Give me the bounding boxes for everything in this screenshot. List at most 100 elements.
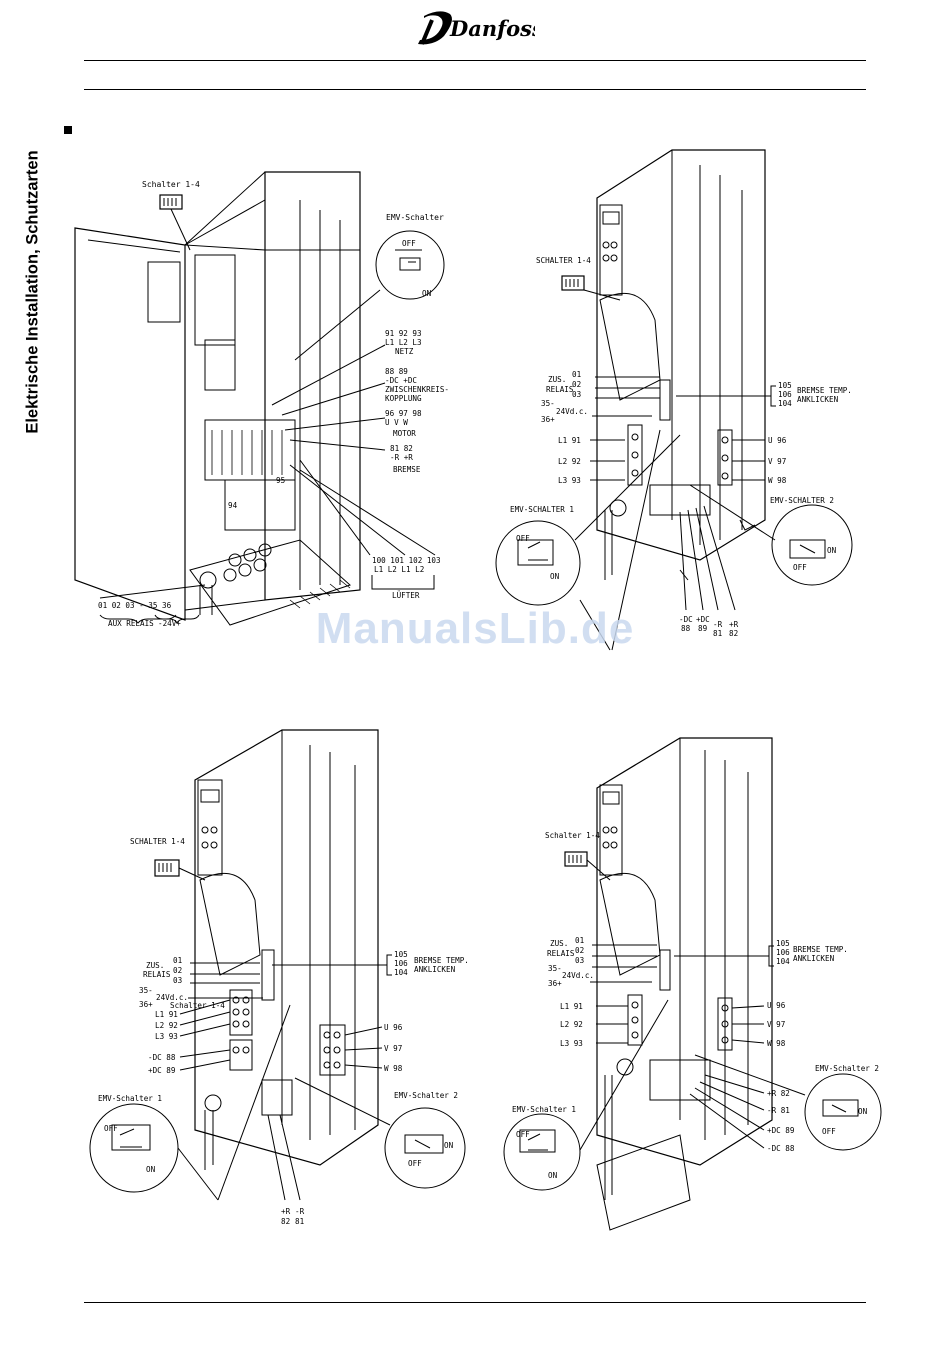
fig4-off1: OFF: [516, 1130, 530, 1139]
fig1-bremse: BREMSE: [393, 465, 421, 474]
fig2-w: W 98: [768, 476, 787, 485]
fig2-n106: 106: [778, 390, 792, 399]
fig2-r03: 03: [572, 390, 581, 399]
fig3-n82: 82: [281, 1217, 290, 1226]
fig1-on: ON: [422, 289, 432, 298]
fig4-relais: RELAIS: [547, 949, 575, 958]
fig4-v: V 97: [767, 1020, 785, 1029]
fig4-n106: 106: [776, 948, 790, 957]
fig2-24v: 24Vd.c.: [556, 407, 588, 416]
fig3-rp: +R: [281, 1207, 291, 1216]
fig3-emv2: EMV-Schalter 2: [394, 1091, 458, 1100]
fig4-zus: ZUS.: [550, 939, 568, 948]
fig1-motor: MOTOR: [393, 429, 416, 438]
fig3-rm: -R: [295, 1207, 305, 1216]
fig3-dcm: -DC 88: [148, 1053, 176, 1062]
fig4-on2: ON: [858, 1107, 868, 1116]
fig1-off: OFF: [402, 239, 416, 248]
figure-2: SCHALTER 1-4 ZUS. RELAIS 01 02 03 35- 24…: [495, 149, 853, 651]
fig4-24v: 24Vd.c.: [562, 971, 594, 980]
fig2-l2: L2 92: [558, 457, 581, 466]
fig2-u: U 96: [768, 436, 787, 445]
fig4-off2: OFF: [822, 1127, 836, 1136]
fig1-emv-label: EMV-Schalter: [386, 213, 444, 222]
fig3-off1: OFF: [104, 1124, 118, 1133]
fig1-luefter: LÜFTER: [392, 591, 420, 600]
fig2-v: V 97: [768, 457, 786, 466]
fig4-dcp: +DC 89: [767, 1126, 795, 1135]
fig3-l2: L2 92: [155, 1021, 178, 1030]
fig4-r03: 03: [575, 956, 584, 965]
fig2-emv2: EMV-SCHALTER 2: [770, 496, 834, 505]
fig1-zk-title2: KOPPLUNG: [385, 394, 422, 403]
fig1-zk-nums: 88 89: [385, 367, 408, 376]
figure-3: SCHALTER 1-4 ZUS. RELAIS 01 02 03 35- 24…: [89, 729, 469, 1226]
fig2-b4n: 82: [729, 629, 738, 638]
header-rule-bottom: [84, 89, 866, 90]
fig3-l3: L3 93: [155, 1032, 178, 1041]
watermark: ManualsLib.de: [315, 604, 635, 653]
fig1-netz: NETZ: [395, 347, 414, 356]
fig1-zk-title1: ZWISCHENKREIS-: [385, 385, 449, 394]
fig4-l1: L1 91: [560, 1002, 583, 1011]
fig3-n106: 106: [394, 959, 408, 968]
fig3-t35: 35-: [139, 986, 153, 995]
fig2-t35: 35-: [541, 399, 555, 408]
fig4-t36: 36+: [548, 979, 562, 988]
fig1-24v: -24V+: [158, 619, 181, 628]
fig2-r01: 01: [572, 370, 582, 379]
fig1-t95: 95: [276, 476, 285, 485]
fig3-r02: 02: [173, 966, 182, 975]
fig4-w: W 98: [767, 1039, 786, 1048]
fig2-b2n: 89: [698, 624, 708, 633]
fig2-n104: 104: [778, 399, 792, 408]
brand-name: Danfoss: [449, 16, 535, 41]
fig1-brake-nums: 81 82: [390, 444, 413, 453]
fig2-zus: ZUS.: [548, 375, 566, 384]
fig3-on2: ON: [444, 1141, 454, 1150]
fig4-dcm: -DC 88: [767, 1144, 795, 1153]
fig4-n105: 105: [776, 939, 790, 948]
fig3-schalter-small: Schalter 1-4: [170, 1001, 225, 1010]
fig3-anklicken: ANKLICKEN: [414, 965, 456, 974]
fig1-fan-nums: 100 101 102 103: [372, 556, 441, 565]
fig4-anklicken: ANKLICKEN: [793, 954, 835, 963]
figure-1: Schalter 1-4 EMV-Schalter OFF ON 91 92 9…: [74, 171, 449, 628]
fig4-on1: ON: [548, 1171, 558, 1180]
fig3-bremse-temp: BREMSE TEMP.: [414, 956, 469, 965]
fig2-on2: ON: [827, 546, 837, 555]
fig3-n105: 105: [394, 950, 408, 959]
fig2-b1n: 88: [681, 624, 691, 633]
fig1-aux-nums: 01 02 03 - 35 36: [98, 601, 172, 610]
fig4-u: U 96: [767, 1001, 786, 1010]
fig2-b4: +R: [729, 620, 739, 629]
fig3-schalter: SCHALTER 1-4: [130, 837, 185, 846]
fig3-relais: RELAIS: [143, 970, 171, 979]
fig2-n105: 105: [778, 381, 792, 390]
fig4-t35: 35-: [548, 964, 562, 973]
fig1-motor-nums: 96 97 98: [385, 409, 422, 418]
fig4-schalter: Schalter 1-4: [545, 831, 600, 840]
fig3-u: U 96: [384, 1023, 403, 1032]
fig4-rm: -R 81: [767, 1106, 790, 1115]
fig3-n81: 81: [295, 1217, 305, 1226]
fig1-fan-phases: L1 L2 L1 L2: [374, 565, 424, 574]
fig3-n104: 104: [394, 968, 408, 977]
fig3-r01: 01: [173, 956, 183, 965]
figure-4: Schalter 1-4 ZUS. RELAIS 01 02 03 35- 24…: [503, 737, 882, 1231]
fig2-anklicken: ANKLICKEN: [797, 395, 839, 404]
fig2-off2: OFF: [793, 563, 807, 572]
fig2-b3: -R: [713, 620, 723, 629]
fig4-l2: L2 92: [560, 1020, 583, 1029]
fig4-rp: +R 82: [767, 1089, 790, 1098]
fig1-motor-letters: U V W: [385, 418, 408, 427]
fig2-off1: OFF: [516, 534, 530, 543]
fig2-l1: L1 91: [558, 436, 581, 445]
fig2-schalter: SCHALTER 1-4: [536, 256, 591, 265]
fig3-dcp: +DC 89: [148, 1066, 176, 1075]
fig1-netz-phases: L1 L2 L3: [385, 338, 422, 347]
danfoss-logo: Danfoss: [418, 11, 535, 45]
footer-rule: [84, 1302, 866, 1303]
fig2-r02: 02: [572, 380, 581, 389]
